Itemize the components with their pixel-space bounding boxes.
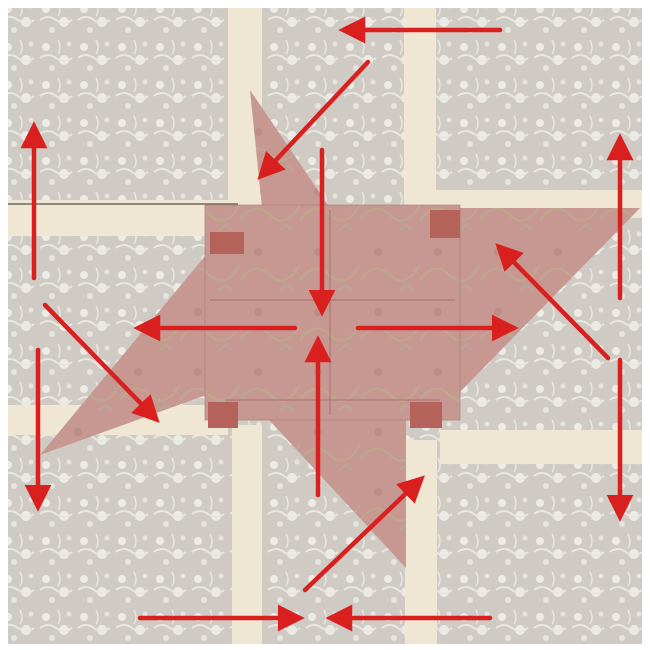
- quilt-block: [0, 0, 650, 650]
- quilt-photo: [0, 0, 650, 650]
